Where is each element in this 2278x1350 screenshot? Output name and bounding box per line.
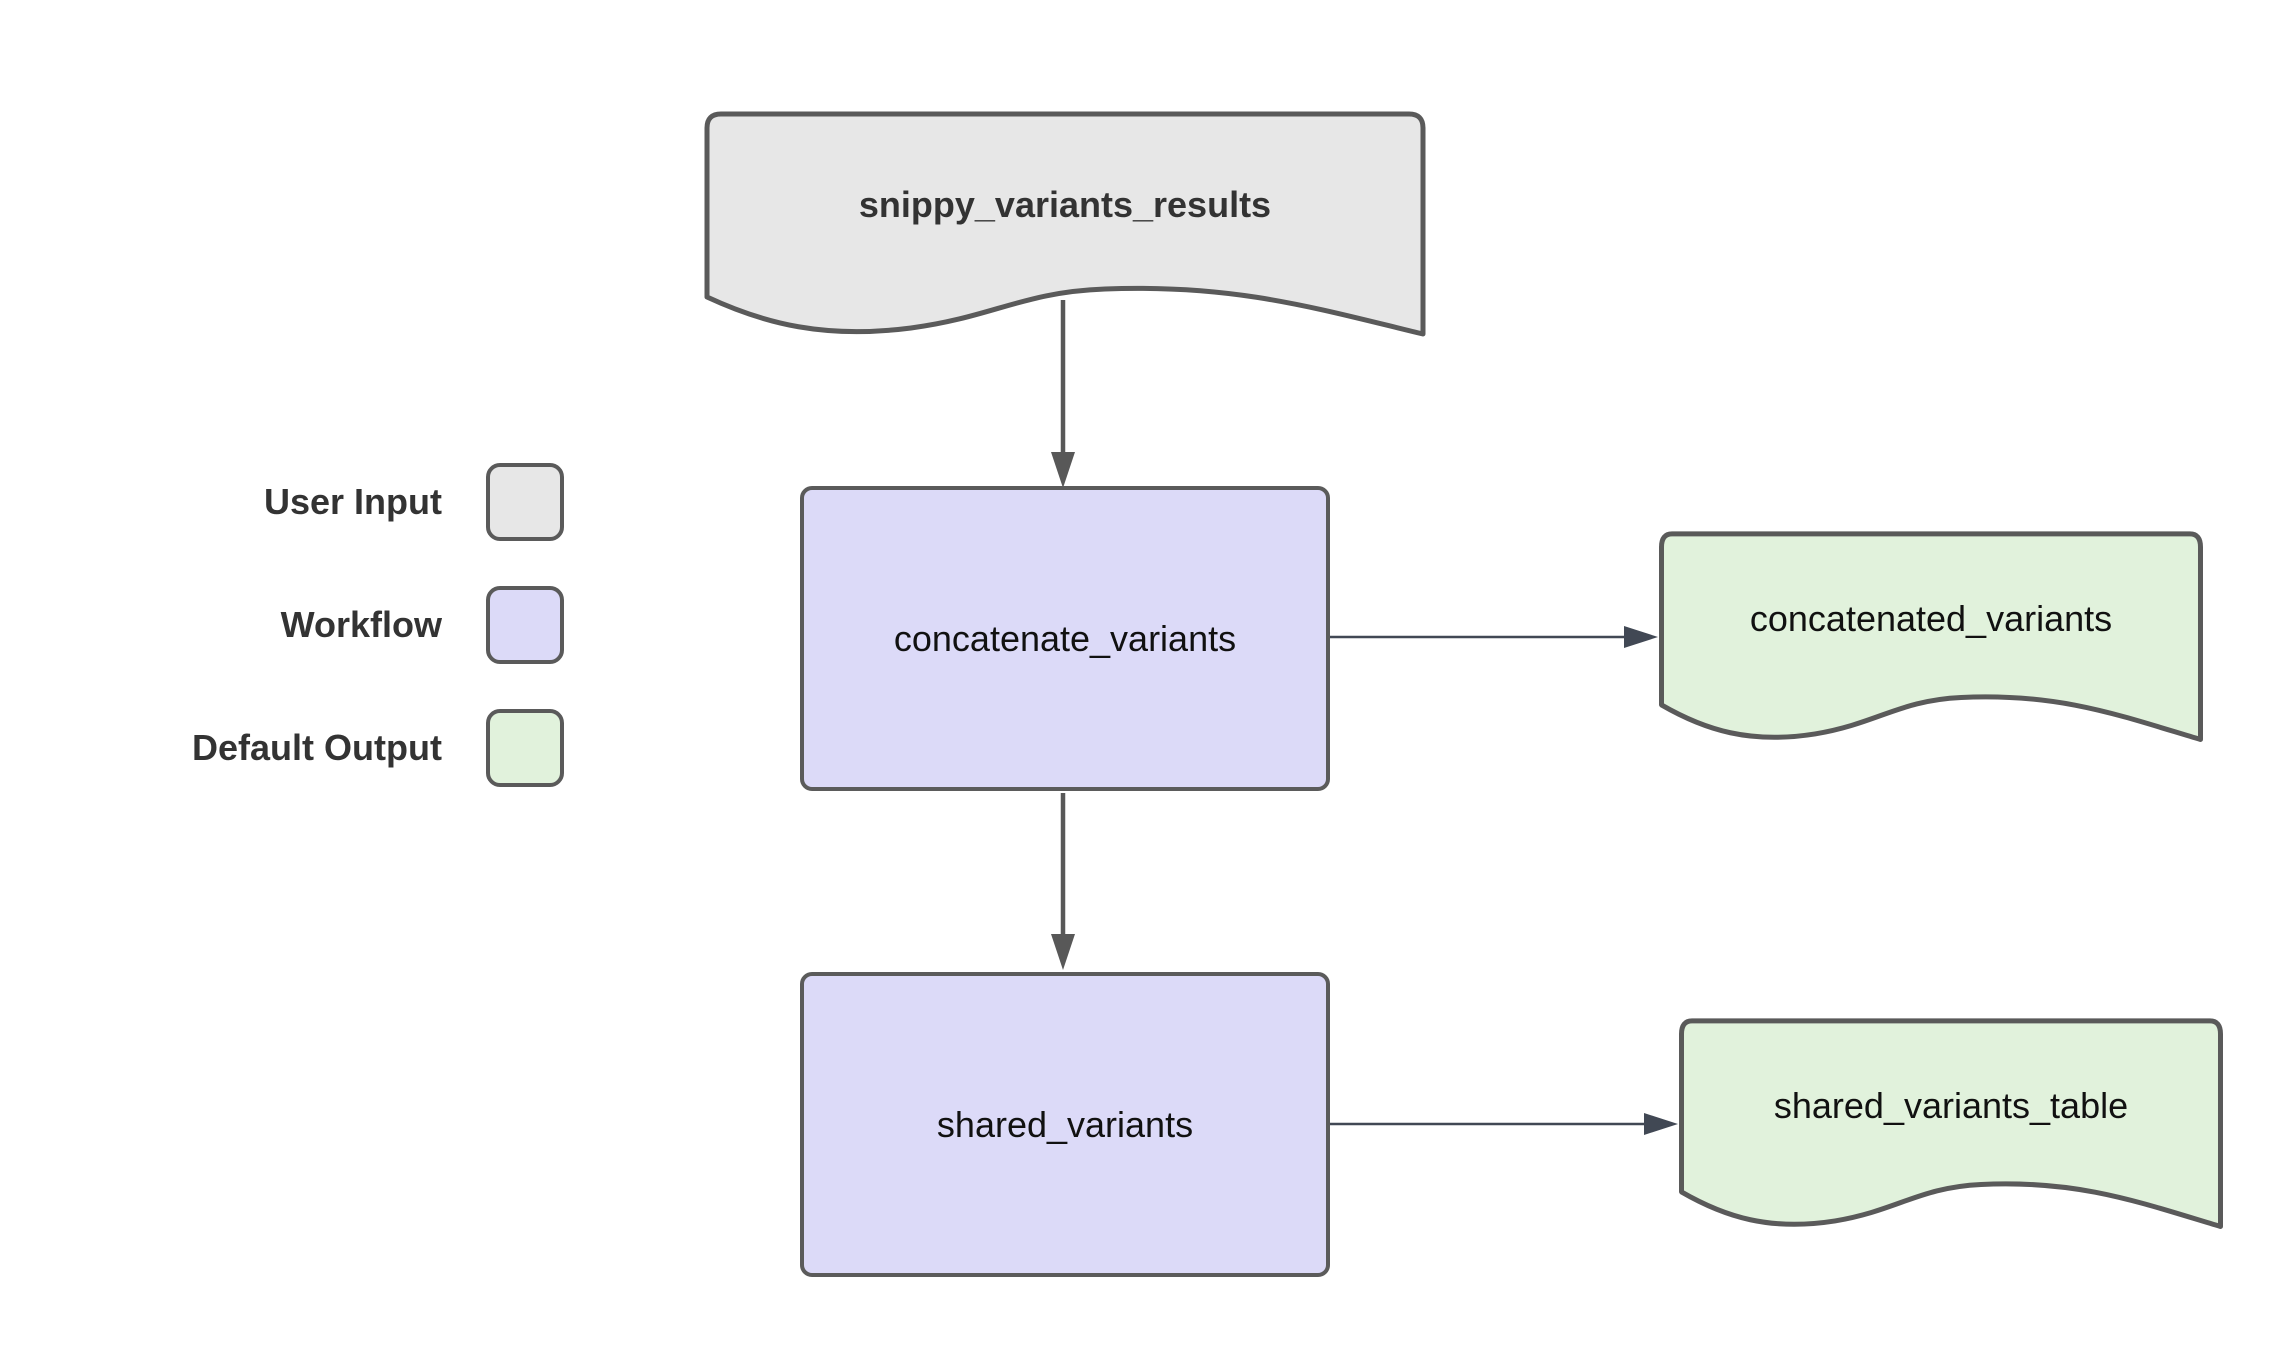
legend-label: User Input — [263, 481, 442, 522]
node-label: concatenate_variants — [893, 617, 1237, 659]
edge-concatenate-to-shared — [1051, 793, 1075, 970]
edge-shared-to-output — [1328, 1113, 1678, 1135]
legend-row-workflow: Workflow — [120, 586, 564, 664]
arrowhead-down-icon — [1051, 934, 1075, 970]
document-outline — [1662, 534, 2201, 740]
node-label: shared_variants — [936, 1103, 1194, 1145]
node-snippy-variants-results: snippy_variants_results — [705, 112, 1425, 342]
node-label: concatenated_variants — [1749, 597, 2113, 639]
document-outline — [707, 114, 1423, 334]
arrowhead-right-icon — [1624, 626, 1658, 648]
arrowhead-right-icon — [1644, 1113, 1678, 1135]
edge-concatenate-to-output — [1328, 626, 1658, 648]
arrowhead-down-icon — [1051, 452, 1075, 488]
node-shared-variants: shared_variants — [800, 972, 1330, 1277]
edge-input-to-concatenate — [1051, 300, 1075, 488]
document-shape — [1660, 532, 2202, 747]
node-label: shared_variants_table — [1773, 1084, 2129, 1126]
document-shape — [705, 112, 1425, 342]
legend-row-default-output: Default Output — [120, 709, 564, 787]
legend-label: Default Output — [192, 727, 442, 768]
node-concatenate-variants: concatenate_variants — [800, 486, 1330, 791]
legend: User Input Workflow Default Output — [120, 463, 564, 832]
legend-swatch-default-output — [486, 709, 564, 787]
document-outline — [1682, 1021, 2221, 1227]
document-shape — [1680, 1019, 2222, 1234]
node-concatenated-variants: concatenated_variants — [1660, 532, 2202, 747]
legend-swatch-workflow — [486, 586, 564, 664]
node-label: snippy_variants_results — [858, 183, 1272, 225]
legend-swatch-user-input — [486, 463, 564, 541]
legend-label: Workflow — [280, 604, 442, 645]
legend-row-user-input: User Input — [120, 463, 564, 541]
node-shared-variants-table: shared_variants_table — [1680, 1019, 2222, 1234]
